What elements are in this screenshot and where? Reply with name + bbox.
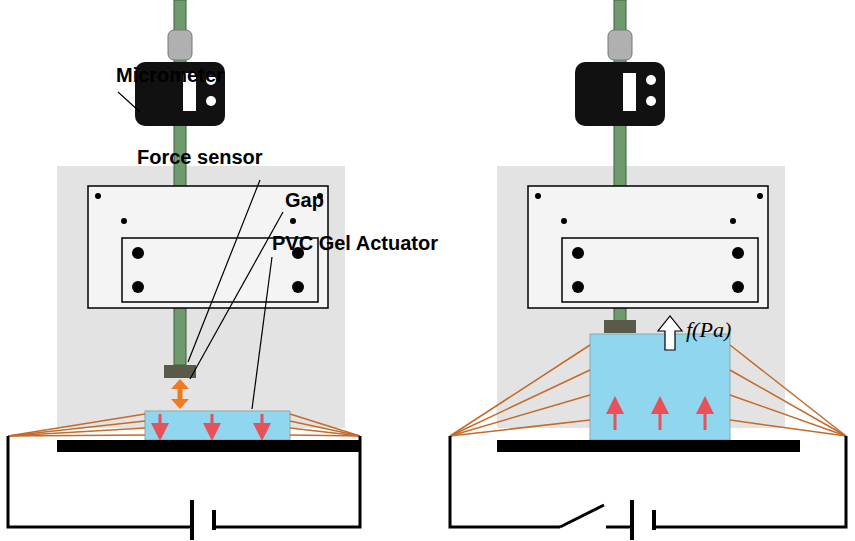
part-label: PVC Gel Actuator [272,232,438,254]
left-apparatus [8,0,360,540]
part-label: Micrometer [116,64,224,86]
force-label: f(Pa) [686,318,731,342]
part-label: Force sensor [137,146,263,168]
right-apparatus [450,0,846,540]
part-label: Gap [285,189,324,211]
